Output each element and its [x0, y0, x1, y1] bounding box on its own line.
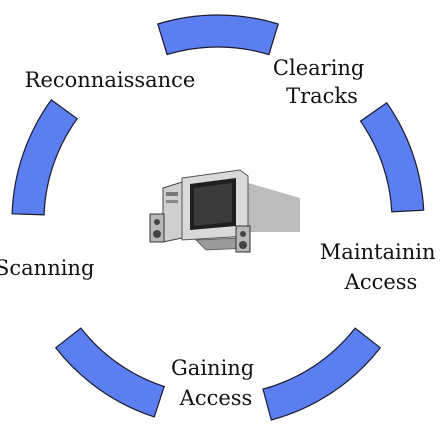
segment-lower-right [262, 327, 382, 421]
segment-upper-left [11, 99, 79, 216]
stage-label-clearing-tracks: Clearing Tracks [273, 56, 371, 108]
segment-lower-left [54, 327, 165, 418]
segment-top [157, 14, 279, 56]
stage-label-scanning: Scanning [0, 256, 94, 280]
stage-label-reconnaissance: Reconnaissance [25, 68, 196, 92]
desktop-computer-icon [149, 169, 300, 253]
segment-upper-right [359, 101, 425, 213]
cycle-segments [11, 14, 425, 421]
stage-label-gaining-access: Gaining Access [171, 356, 261, 410]
stage-label-maintaining-access: Maintainin Access [320, 240, 442, 294]
